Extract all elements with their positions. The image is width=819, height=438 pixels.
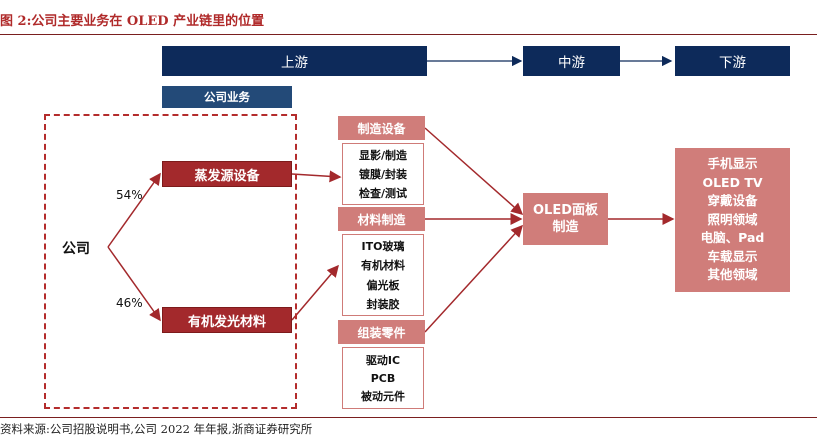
downstream-item: 照明领域 (707, 211, 758, 227)
list-item: 被动元件 (361, 390, 405, 404)
list-item: 封装胶 (366, 297, 400, 311)
assembly-parts-header: 组装零件 (338, 320, 425, 344)
downstream-item: 其他领域 (707, 267, 758, 283)
footer-divider (0, 417, 817, 418)
figure-title: 图 2:公司主要业务在 OLED 产业链里的位置 (0, 14, 265, 29)
source-note: 资料来源:公司招股说明书,公司 2022 年年报,浙商证券研究所 (0, 422, 313, 436)
arrow-equipment-to-panel (424, 127, 524, 215)
downstream-item: 车载显示 (707, 248, 758, 264)
assembly-parts-list: 驱动IC PCB 被动元件 (342, 347, 424, 409)
list-item: 驱动IC (365, 353, 401, 367)
material-manufacturing-header: 材料制造 (338, 207, 425, 231)
list-item: 显影/制造 (358, 149, 408, 162)
list-item: 检查/测试 (358, 187, 408, 200)
list-item: ITO玻璃 (361, 240, 405, 254)
downstream-item: 电脑、Pad (700, 230, 765, 246)
downstream-item: 手机显示 (707, 156, 758, 172)
manufacturing-equipment-list: 显影/制造 镀膜/封装 检查/测试 (342, 143, 424, 205)
stage-downstream: 下游 (675, 46, 790, 76)
percent-organic-material: 46% (116, 296, 143, 310)
arrow-company-to-evaporation (107, 172, 161, 248)
company-label: 公司 (62, 241, 90, 257)
list-item: 偏光板 (366, 278, 400, 292)
material-manufacturing-list: ITO玻璃 有机材料 偏光板 封装胶 (342, 234, 424, 316)
arrow-organic-to-materials (291, 264, 339, 321)
company-dashed-frame (44, 114, 297, 409)
stage-midstream: 中游 (523, 46, 620, 76)
panel-line-1: OLED面板 (532, 203, 598, 218)
downstream-applications-box: 手机显示 OLED TV 穿戴设备 照明领域 电脑、Pad 车载显示 其他领域 (675, 148, 790, 292)
arrow-evaporation-to-coating (291, 170, 342, 183)
title-divider (0, 34, 817, 35)
stage-upstream: 上游 (162, 46, 427, 76)
downstream-item: OLED TV (702, 174, 763, 190)
list-item: 有机材料 (361, 259, 405, 273)
arrow-company-to-organic (107, 246, 161, 322)
organic-materials-box: 有机发光材料 (162, 307, 292, 333)
evaporation-equipment-box: 蒸发源设备 (162, 161, 292, 187)
company-business-label: 公司业务 (162, 86, 292, 108)
list-item: 镀膜/封装 (358, 168, 408, 181)
percent-evaporation: 54% (116, 188, 143, 202)
oled-panel-box: OLED面板 制造 (523, 193, 608, 245)
arrow-assembly-to-panel (424, 224, 524, 333)
downstream-item: 穿戴设备 (707, 193, 758, 209)
list-item: PCB (370, 371, 396, 385)
manufacturing-equipment-header: 制造设备 (338, 116, 425, 140)
panel-line-2: 制造 (552, 220, 579, 235)
